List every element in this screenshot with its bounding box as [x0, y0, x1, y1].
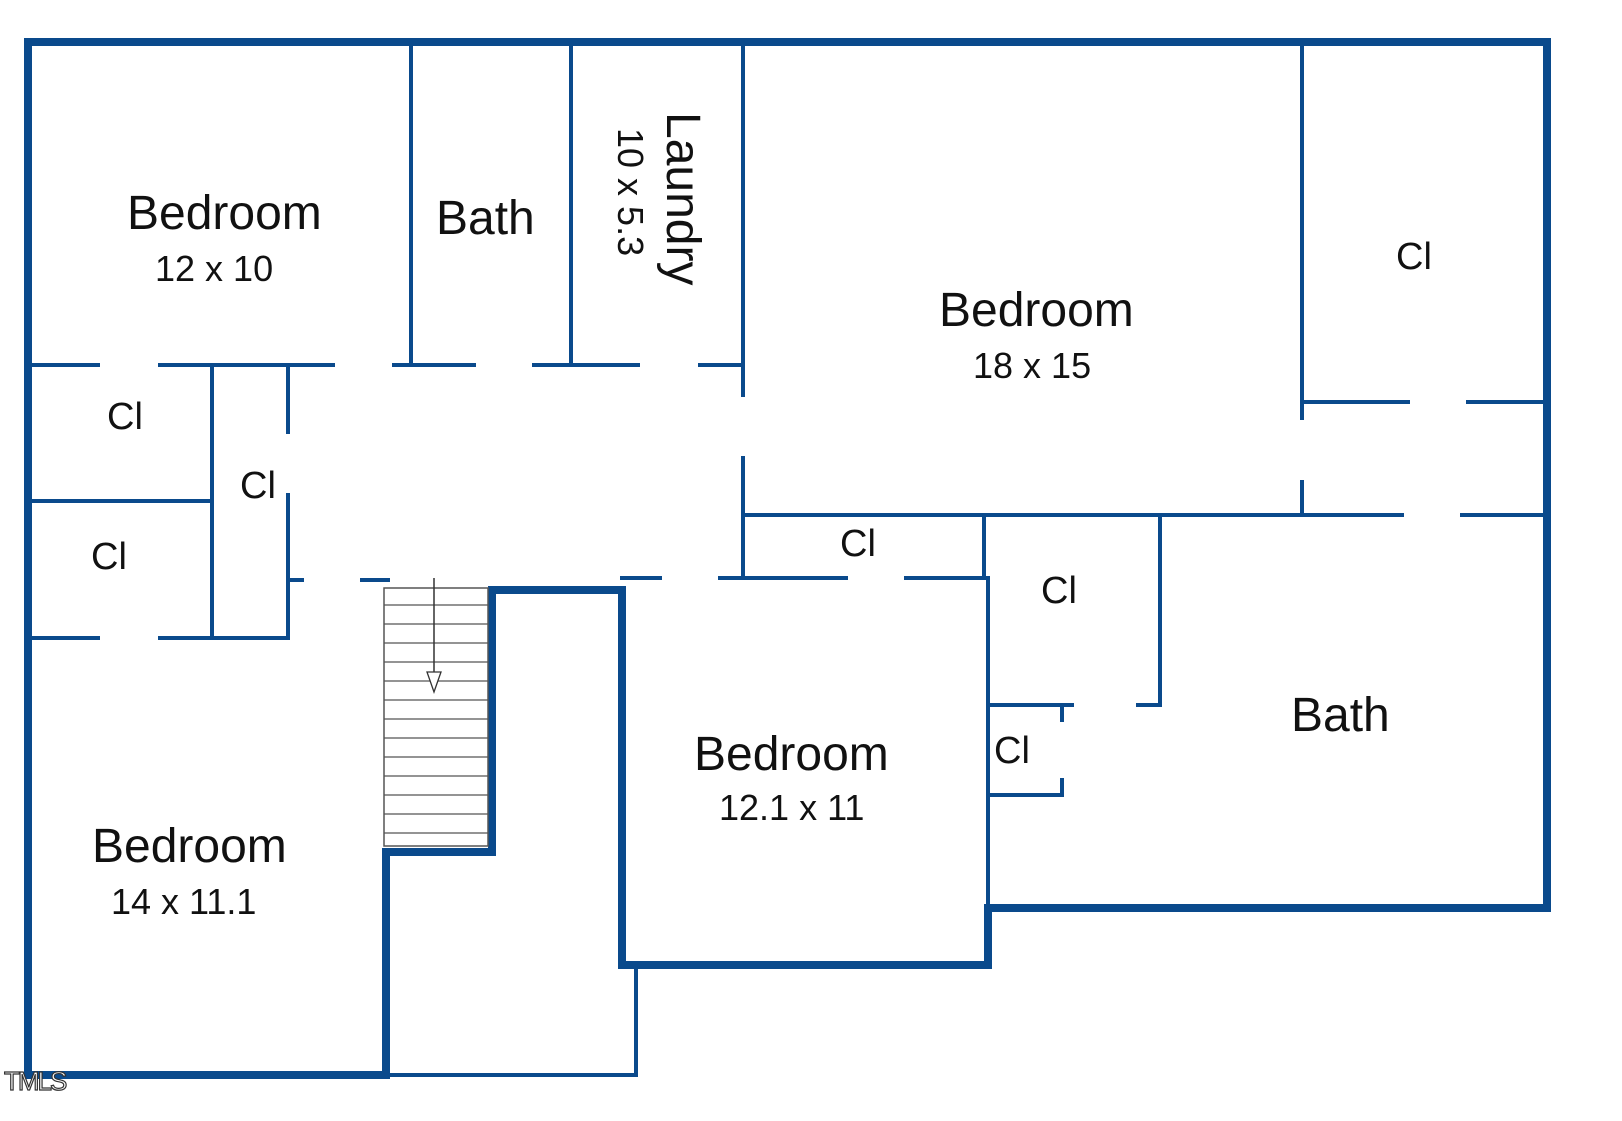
laundry-name: Laundry [656, 112, 709, 285]
laundry-size: 10 x 5.3 [610, 128, 651, 256]
garage-wall [384, 963, 638, 1077]
staircase [383, 578, 489, 847]
bedroom-south-name: Bedroom [694, 728, 889, 781]
closet-ne-label: Cl [1396, 236, 1432, 278]
interior-walls [26, 40, 1549, 910]
exterior-wall-west-north-east [24, 38, 1551, 1079]
bedroom-nw-size: 12 x 10 [155, 248, 273, 289]
bedroom-nw-name: Bedroom [127, 187, 322, 240]
bedroom-ne-name: Bedroom [939, 284, 1134, 337]
bedroom-ne-size: 18 x 15 [973, 345, 1091, 386]
room-labels: Bedroom 12 x 10 Bath Laundry 10 x 5.3 Be… [92, 112, 1390, 922]
bath-north-name: Bath [436, 192, 535, 245]
closet-w-middle-label: Cl [240, 465, 276, 507]
bedroom-sw-name: Bedroom [92, 820, 287, 873]
bath-se-name: Bath [1291, 689, 1390, 742]
bedroom-sw-size: 14 x 11.1 [111, 881, 256, 922]
closet-w-upper-label: Cl [107, 396, 143, 438]
closet-labels: Cl Cl Cl Cl Cl Cl Cl [91, 236, 1432, 772]
closet-hall-label: Cl [840, 523, 876, 565]
bedroom-south-size: 12.1 x 11 [719, 787, 864, 828]
exterior-walls [24, 38, 1551, 1079]
tmls-watermark: TMLS [4, 1066, 67, 1096]
closet-center-label: Cl [1041, 570, 1077, 612]
closet-bath-small-label: Cl [994, 730, 1030, 772]
closet-w-lower-label: Cl [91, 536, 127, 578]
